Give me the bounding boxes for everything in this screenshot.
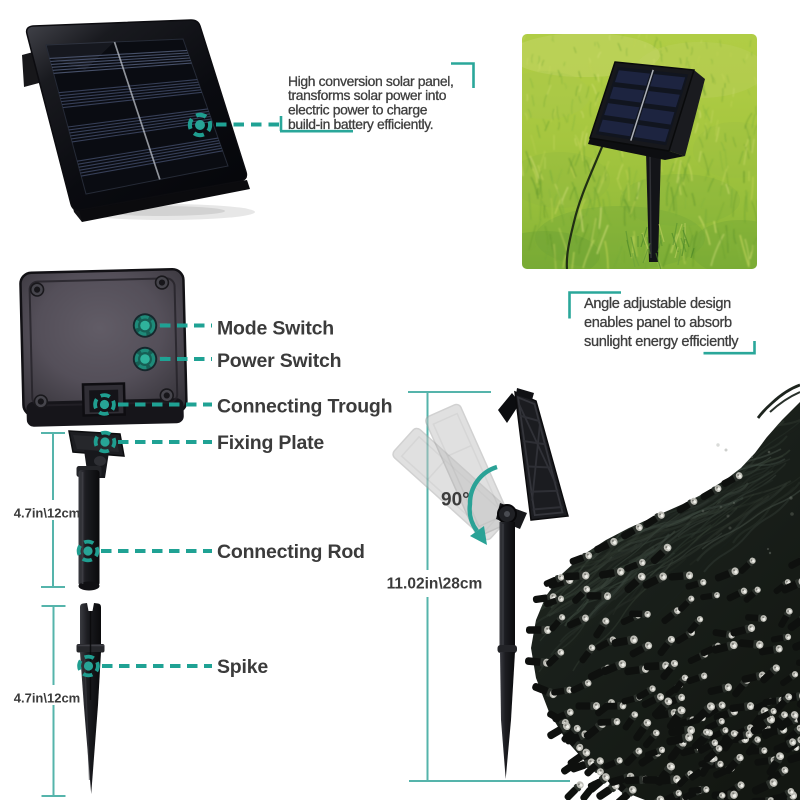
svg-text:Connecting Rod: Connecting Rod bbox=[217, 541, 365, 563]
svg-text:Connecting Trough: Connecting Trough bbox=[217, 396, 392, 418]
svg-text:enables panel to absorb: enables panel to absorb bbox=[584, 315, 732, 331]
svg-text:4.7in\12cm: 4.7in\12cm bbox=[14, 691, 81, 706]
svg-text:Power Switch: Power Switch bbox=[217, 350, 341, 372]
svg-text:electric power to charge: electric power to charge bbox=[288, 102, 428, 118]
svg-text:Spike: Spike bbox=[217, 656, 268, 678]
svg-text:High conversion solar panel,: High conversion solar panel, bbox=[288, 73, 453, 89]
svg-text:90°: 90° bbox=[441, 490, 470, 511]
svg-text:11.02in\28cm: 11.02in\28cm bbox=[387, 576, 483, 593]
svg-text:Angle adjustable design: Angle adjustable design bbox=[584, 296, 731, 312]
svg-text:transforms solar power into: transforms solar power into bbox=[288, 87, 447, 103]
svg-text:Fixing Plate: Fixing Plate bbox=[217, 432, 324, 454]
svg-text:Mode Switch: Mode Switch bbox=[217, 318, 334, 340]
svg-text:sunlight energy efficiently: sunlight energy efficiently bbox=[584, 334, 739, 350]
svg-text:build-in battery efficiently.: build-in battery efficiently. bbox=[288, 116, 433, 132]
svg-text:4.7in\12cm: 4.7in\12cm bbox=[14, 506, 81, 521]
